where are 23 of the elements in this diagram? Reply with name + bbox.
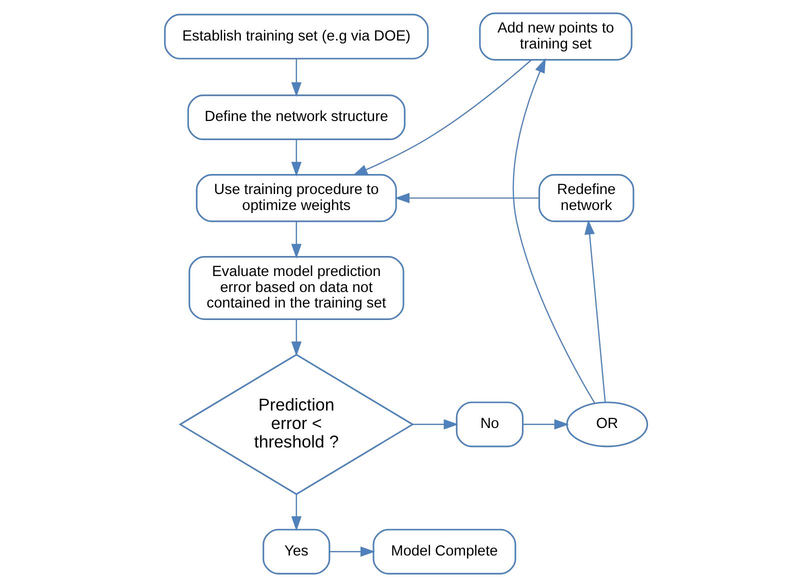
arrow <box>291 494 302 531</box>
arrow <box>394 192 539 204</box>
node-box: Model Complete <box>372 528 516 574</box>
arrow <box>523 419 569 430</box>
arrow <box>512 58 596 404</box>
node-box: Yes <box>262 528 330 574</box>
arrow <box>291 319 302 356</box>
node-diamond: Prediction error < threshold ? <box>178 354 414 496</box>
arrow <box>291 58 302 97</box>
node-box: Redefine network <box>538 174 634 222</box>
arrow <box>330 546 376 557</box>
node-ellipse: OR <box>566 402 648 448</box>
arrow <box>291 221 302 259</box>
node-box: No <box>456 402 524 448</box>
arrow <box>584 220 606 402</box>
node-box: Add new points to training set <box>479 12 632 61</box>
arrow <box>291 140 302 177</box>
node-box: Establish training set (e.g via DOE) <box>164 14 429 60</box>
node-box: Evaluate model prediction error based on data not contained in the training set <box>188 256 404 320</box>
node-box: Define the network structure <box>187 94 406 140</box>
arrow <box>352 60 532 176</box>
arrow <box>412 419 458 430</box>
node-box: Use training procedure to optimize weights <box>196 174 397 222</box>
